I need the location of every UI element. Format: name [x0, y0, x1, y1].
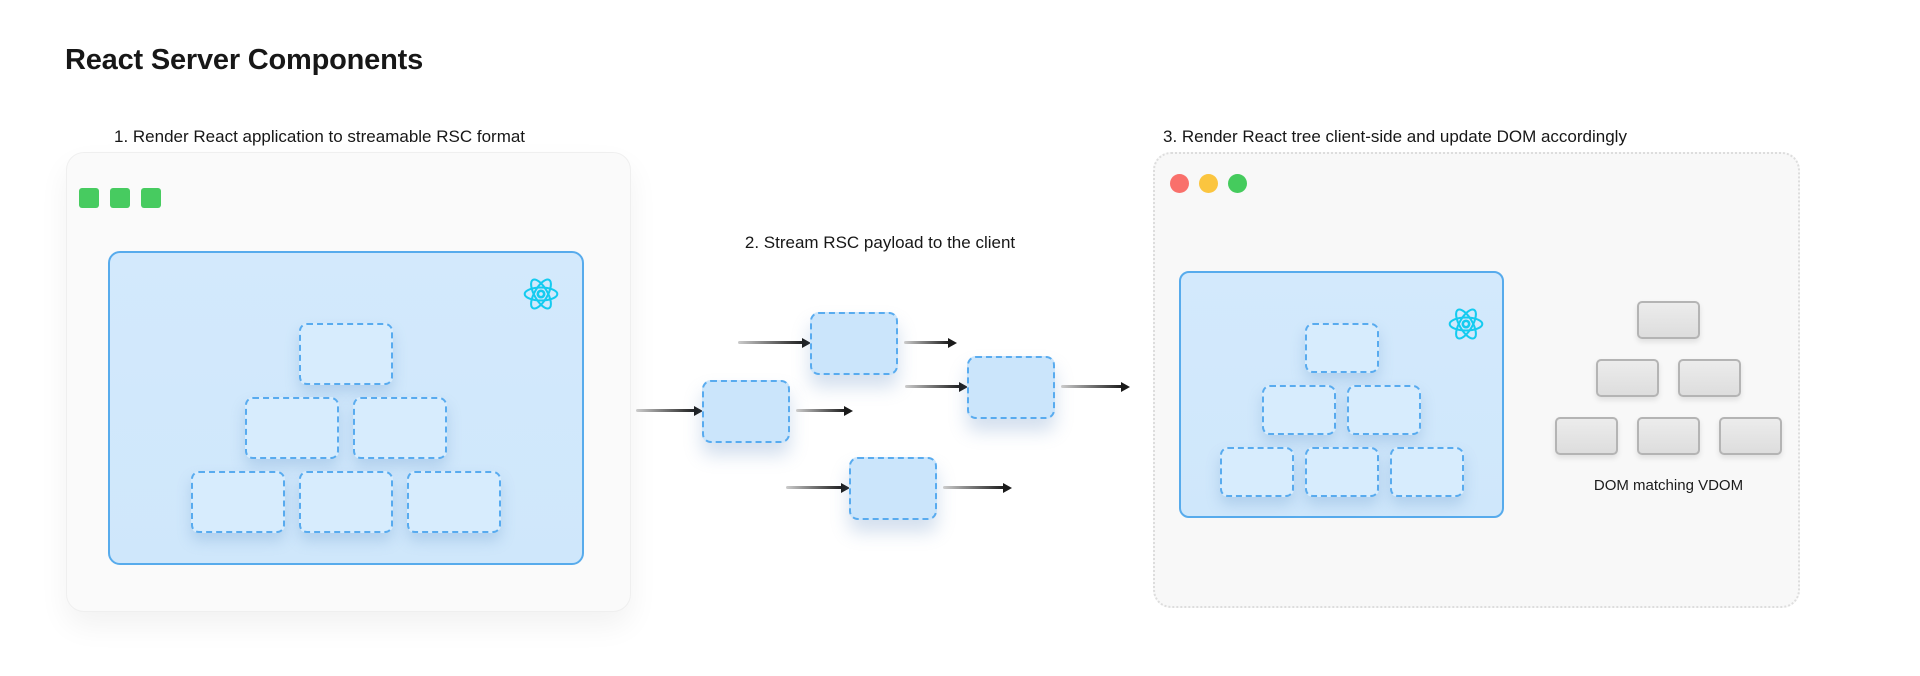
tree-node: [1555, 417, 1618, 455]
tree-row: [1304, 323, 1379, 373]
tree-node: [1262, 385, 1336, 435]
stream-arrow: [943, 486, 1005, 489]
tree-node: [245, 397, 339, 459]
traffic-light-dot: [1199, 174, 1218, 193]
indicator-square: [141, 188, 161, 208]
indicator-square: [79, 188, 99, 208]
tree-row: [1262, 385, 1421, 435]
stream-arrow: [905, 385, 961, 388]
page-title: React Server Components: [65, 44, 424, 76]
react-logo-icon: [1448, 308, 1484, 340]
dom-tree-section: DOM matching VDOM: [1541, 301, 1796, 494]
indicator-square: [110, 188, 130, 208]
tree-node: [1304, 323, 1379, 373]
react-logo-icon: [523, 278, 559, 310]
react-vdom-panel-server: [108, 251, 584, 565]
tree-row: [245, 397, 447, 459]
tree-node: [191, 471, 285, 533]
tree-node: [1637, 417, 1700, 455]
stream-arrow: [738, 341, 804, 344]
stream-arrow: [904, 341, 950, 344]
react-vdom-panel-client: [1179, 271, 1504, 518]
tree-row: [1637, 301, 1700, 339]
step-2-label: 2. Stream RSC payload to the client: [744, 233, 1016, 252]
tree-row: [1555, 417, 1782, 455]
server-vdom-tree: [191, 323, 501, 533]
tree-node: [1637, 301, 1700, 339]
traffic-light-dot: [1228, 174, 1247, 193]
tree-node: [1719, 417, 1782, 455]
server-indicator-squares: [79, 188, 161, 208]
rsc-chunk: [967, 356, 1055, 419]
step-3-label: 3. Render React tree client-side and upd…: [1163, 127, 1627, 146]
traffic-light-dot: [1170, 174, 1189, 193]
tree-node: [1347, 385, 1421, 435]
traffic-lights: [1170, 174, 1247, 193]
tree-node: [1304, 447, 1379, 497]
dom-matching-vdom-label: DOM matching VDOM: [1593, 477, 1744, 494]
tree-node: [1678, 359, 1741, 397]
rsc-chunk: [702, 380, 790, 443]
client-window: DOM matching VDOM: [1153, 152, 1800, 608]
tree-node: [1389, 447, 1464, 497]
client-vdom-tree: [1219, 323, 1464, 497]
rsc-chunk: [849, 457, 937, 520]
server-window: [66, 152, 631, 612]
stream-arrow: [1061, 385, 1123, 388]
rsc-chunk: [810, 312, 898, 375]
tree-row: [1596, 359, 1741, 397]
tree-row: [191, 471, 501, 533]
stream-arrow: [786, 486, 843, 489]
tree-node: [407, 471, 501, 533]
tree-node: [1219, 447, 1294, 497]
step-1-label: 1. Render React application to streamabl…: [114, 127, 526, 146]
stream-arrow: [636, 409, 696, 412]
tree-node: [299, 323, 393, 385]
tree-node: [353, 397, 447, 459]
tree-row: [1219, 447, 1464, 497]
tree-row: [299, 323, 393, 385]
tree-node: [1596, 359, 1659, 397]
dom-tree: [1555, 301, 1782, 455]
stream-arrow: [796, 409, 846, 412]
tree-node: [299, 471, 393, 533]
